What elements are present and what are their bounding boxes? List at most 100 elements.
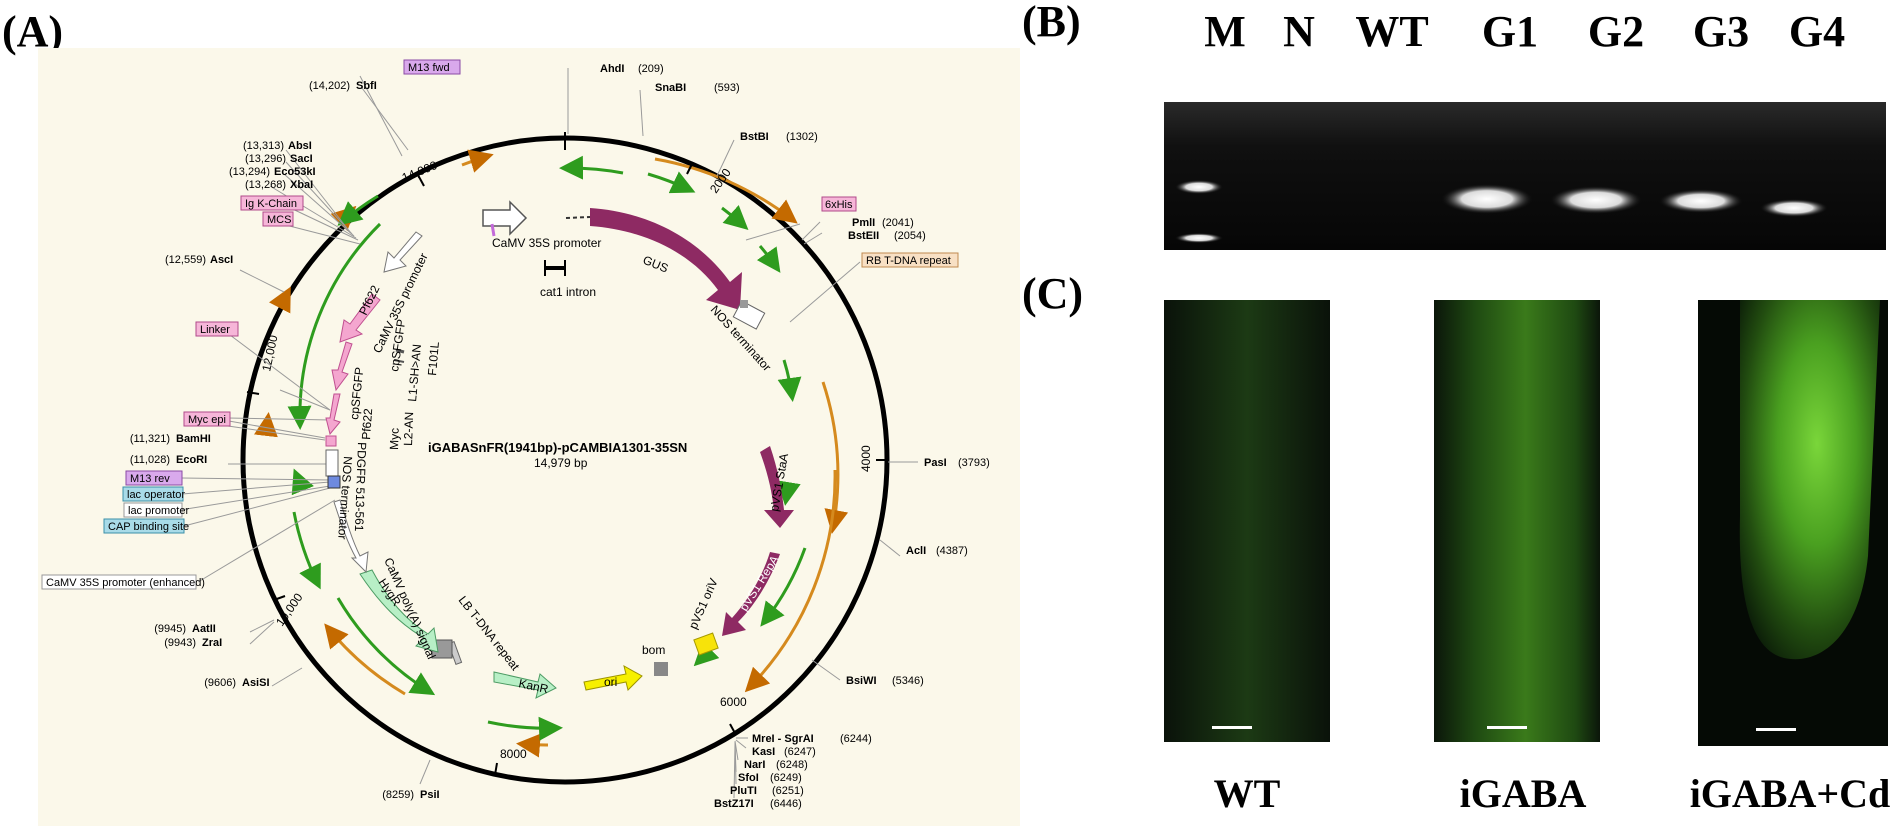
pvs1-oriv-box (693, 632, 719, 656)
site-name: PsiI (420, 789, 440, 801)
site-pos: (14,202) (309, 80, 350, 92)
leader-line (211, 417, 326, 439)
orf-arc (253, 412, 278, 438)
feature-arrow (647, 171, 696, 194)
gel-lane-label: M (1204, 7, 1246, 56)
hisx6-box (821, 196, 857, 212)
leader-line (359, 75, 403, 157)
feature-label-camv-top: CaMV 35S promoter (492, 236, 601, 250)
feature-arrow (336, 597, 436, 696)
m13rev-box (125, 470, 183, 486)
site-name: BamHI (176, 433, 211, 445)
site-pos: (5346) (892, 675, 924, 687)
leader-line (239, 269, 285, 293)
site-name: AhdI (600, 63, 624, 75)
orf-arc (324, 623, 406, 696)
hygr-arrow (359, 569, 439, 653)
leader-line (361, 87, 409, 151)
mycepi-box (183, 411, 231, 427)
marker-band-lower (1175, 233, 1223, 243)
g2-band (1550, 186, 1642, 214)
cap-box (103, 518, 185, 534)
site-name: SfoI (738, 772, 759, 784)
kanr-arrow (493, 671, 557, 699)
camvenh-label: CaMV 35S promoter (enhanced) (46, 577, 205, 589)
pvs1-staa-arrow (760, 446, 794, 528)
feature-label-f101l: F101L (425, 341, 442, 376)
site-pos: (11,321) (130, 433, 170, 445)
site-name: BsiWI (846, 675, 877, 687)
lacop-label: lac operator (127, 489, 185, 501)
leader-line (249, 621, 275, 645)
fluorescence-images (1164, 300, 1888, 746)
pvs1-repa-arrow (722, 552, 780, 636)
feature-label-ori: ori (604, 675, 617, 689)
feature-arrow (721, 205, 749, 231)
site-pos: (593) (714, 82, 740, 94)
rb-tdna-box (740, 300, 748, 308)
tick (417, 174, 425, 187)
lacprom-box (123, 502, 183, 518)
tick (729, 723, 737, 736)
leader-line (283, 173, 355, 237)
feature-label-cat1: cat1 intron (540, 285, 596, 299)
site-pos: (209) (638, 63, 664, 75)
site-name: AatII (192, 623, 216, 635)
feature-label-nos-left: NOS terminator (335, 456, 355, 540)
m13rev-label: M13 rev (130, 473, 170, 485)
feature-arrow (487, 716, 563, 741)
site-name: PasI (924, 457, 947, 469)
marker-band-upper (1175, 180, 1223, 194)
site-pos: (13,313) (243, 140, 284, 152)
leader-line (735, 739, 747, 749)
site-pos: (3793) (958, 457, 990, 469)
igaba-root-image (1434, 300, 1600, 742)
linker-box (195, 321, 239, 337)
feature-arrow (559, 155, 624, 180)
hisx6-label: 6xHis (825, 199, 853, 211)
g3-band (1659, 189, 1743, 213)
orf-arc (516, 733, 549, 758)
site-name: PluTI (730, 785, 757, 797)
feature-arrow (777, 359, 802, 402)
leader-line (639, 89, 644, 137)
tick (246, 391, 260, 395)
leader-line (803, 232, 823, 245)
ori-arrow (583, 665, 643, 691)
site-pos: (11,028) (130, 454, 170, 466)
orf-arc (461, 149, 494, 173)
plasmid-size: 14,979 bp (534, 456, 588, 470)
panel-letter-a: (A) (2, 7, 64, 56)
site-name: SacI (290, 153, 313, 165)
site-name: NarI (744, 759, 765, 771)
tick (494, 762, 498, 776)
feature-arrow (292, 511, 321, 590)
mcs-label: MCS (267, 214, 291, 226)
cap-label: CAP binding site (108, 521, 189, 533)
feature-label-pf622b: Pf622 (359, 408, 375, 441)
linker-label: Linker (200, 324, 230, 336)
camvenh-box (41, 574, 197, 590)
camv-35s-promoter-left-arrow (383, 231, 423, 273)
caption-igaba-cd: iGABA+Cd (1689, 771, 1890, 816)
backbone-ticks (246, 132, 888, 776)
leader-line (279, 389, 331, 411)
feature-arrow (287, 222, 382, 430)
site-pos: (13,296) (245, 153, 286, 165)
m13fwd-mark (490, 223, 496, 237)
site-name: AsiSI (242, 677, 270, 689)
pf622-arrow (339, 293, 381, 343)
site-pos: (2054) (894, 230, 926, 242)
leader-line (197, 499, 336, 583)
gel-image (1164, 102, 1886, 250)
tick-label: 8000 (500, 747, 527, 761)
wt-scale-bar (1212, 726, 1252, 729)
caption-wt: WT (1213, 771, 1281, 816)
site-pos: (1302) (786, 131, 818, 143)
orf-arrows (253, 149, 849, 758)
feature-label-bom: bom (642, 643, 665, 657)
site-name: XbaI (290, 179, 313, 191)
wt-root-image (1164, 300, 1330, 742)
tick (686, 161, 694, 175)
site-pos: (6247) (784, 746, 816, 758)
